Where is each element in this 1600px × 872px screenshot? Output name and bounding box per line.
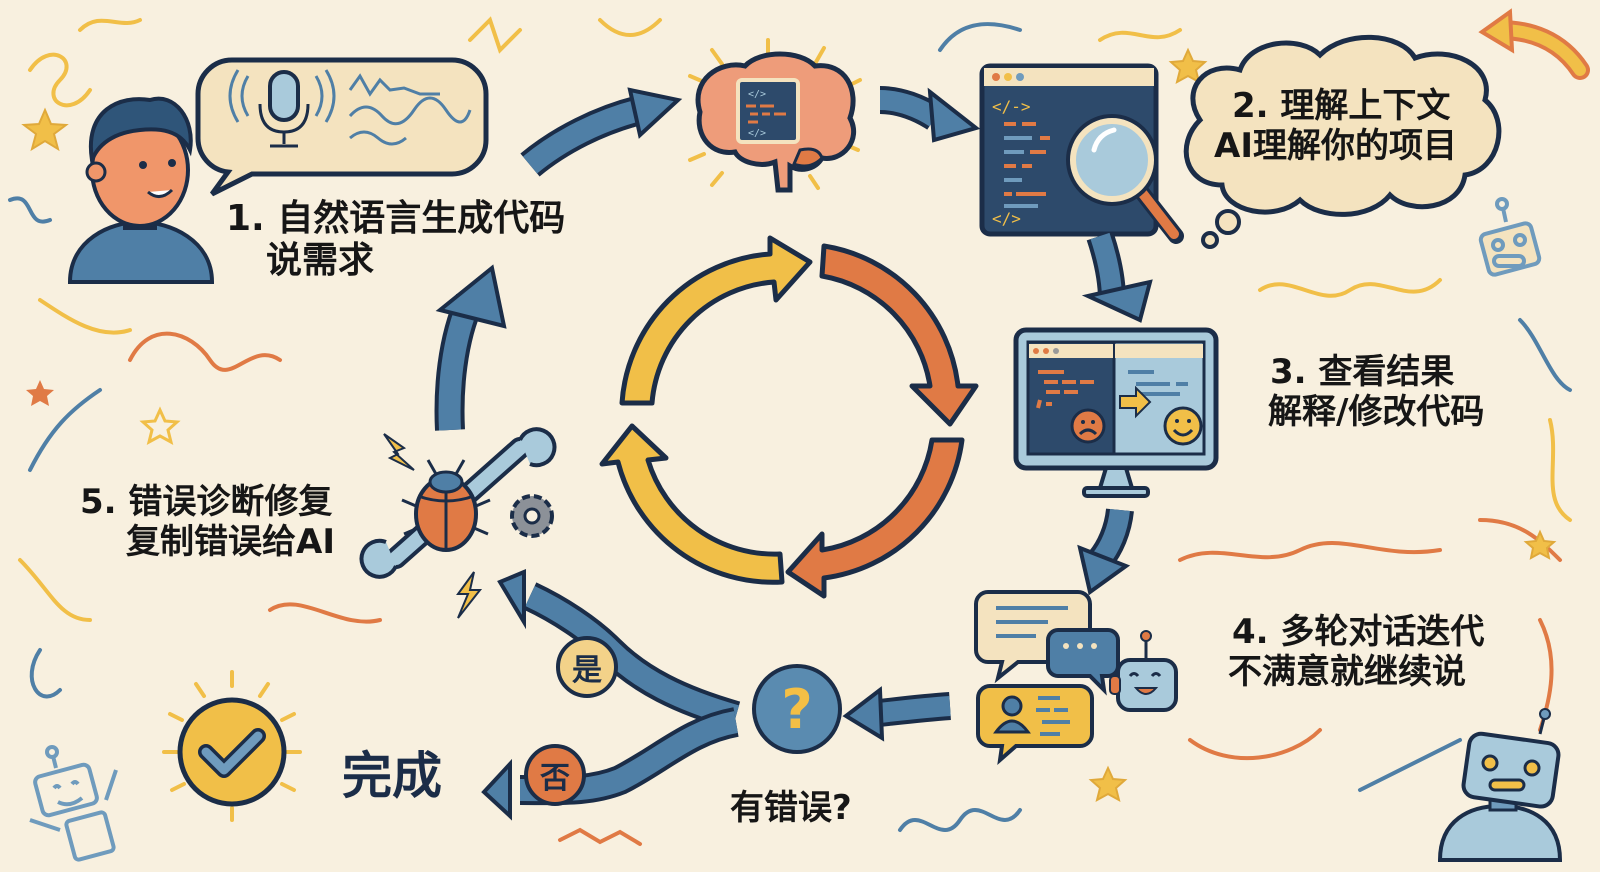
thought-bubble-dot: [1215, 209, 1241, 235]
svg-text:</>: </>: [748, 89, 766, 100]
step-4-subtitle: 不满意就继续说: [1228, 652, 1466, 693]
step-1-title: 1. 自然语言生成代码: [226, 198, 566, 239]
decision-branch-arrows: [481, 569, 741, 821]
done-label: 完成: [342, 747, 442, 805]
star-icons: [21, 47, 1557, 802]
step-2-subtitle: AI理解你的项目: [1214, 126, 1457, 167]
person-speaking-icon: [67, 96, 215, 284]
step-5-subtitle: 复制错误给AI: [126, 522, 335, 563]
step-3-subtitle: 解释/修改代码: [1268, 392, 1485, 433]
speech-bubble-microphone-icon: [195, 57, 489, 197]
brain-icon: </> </>: [688, 38, 862, 193]
star-outline-icon: [139, 406, 181, 445]
step-4-label: 4. 多轮对话迭代 不满意就继续说: [1228, 612, 1485, 692]
no-badge: 否: [524, 744, 586, 806]
chat-bubbles-robot-icon: [974, 590, 1178, 766]
monitor-sad-to-happy-icon: [1013, 327, 1219, 498]
step-1-label: 1. 自然语言生成代码 说需求: [226, 198, 565, 283]
thought-bubble-dot: [1201, 231, 1219, 249]
star-orange-icon: [26, 380, 54, 406]
cycle-arrows-icon: [599, 235, 979, 599]
robot-head-icon: [1478, 197, 1542, 277]
waving-robot-icon: [29, 745, 118, 862]
decision-question: 有错误?: [730, 788, 852, 828]
step-1-subtitle: 说需求: [266, 240, 375, 282]
step-2-label: 2. 理解上下文 AI理解你的项目: [1214, 86, 1457, 166]
svg-text:</->: </->: [992, 97, 1031, 116]
svg-text:</>: </>: [748, 128, 766, 139]
svg-text:</>: </>: [992, 209, 1021, 228]
code-window-magnifier-icon: </-> </>: [979, 63, 1184, 244]
checkmark-circle-icon: [162, 670, 302, 822]
step-5-label: 5. 错误诊断修复 复制错误给AI: [80, 482, 335, 562]
question-mark-icon: ?: [752, 664, 842, 754]
yes-badge: 是: [556, 636, 618, 698]
step-4-title: 4. 多轮对话迭代: [1232, 612, 1485, 652]
robot-character-icon: [1437, 708, 1563, 862]
step-3-title: 3. 查看结果: [1270, 352, 1455, 392]
step-2-title: 2. 理解上下文: [1232, 86, 1451, 126]
bug-wrench-gear-icon: [359, 427, 557, 619]
step-3-label: 3. 查看结果 解释/修改代码: [1268, 352, 1485, 433]
step-5-title: 5. 错误诊断修复: [80, 482, 333, 522]
thought-cloud: [1183, 34, 1502, 217]
